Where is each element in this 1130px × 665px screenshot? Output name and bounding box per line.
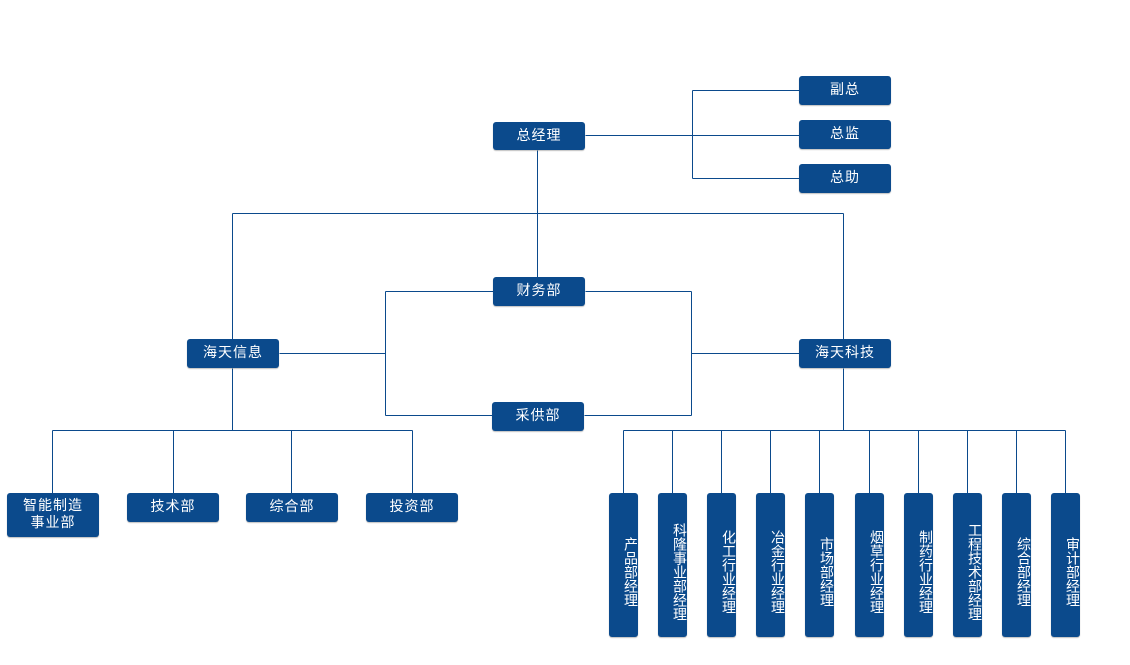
node-info-dept: 综合部 [246, 493, 338, 522]
node-finance: 财务部 [493, 277, 585, 306]
node-haitian-tech: 海天科技 [799, 339, 891, 368]
node-tech-dept: 制药行业经理 [904, 493, 933, 637]
node-assistant: 总助 [799, 164, 891, 193]
node-procurement: 采供部 [492, 402, 584, 431]
node-tech-dept: 综合部经理 [1002, 493, 1031, 637]
node-ceo: 总经理 [493, 122, 585, 150]
node-info-dept: 投资部 [366, 493, 458, 522]
node-tech-dept: 审计部经理 [1051, 493, 1080, 637]
node-info-dept: 技术部 [127, 493, 219, 522]
node-tech-dept: 产品部经理 [609, 493, 638, 637]
node-tech-dept: 烟草行业经理 [855, 493, 884, 637]
node-tech-dept: 工程技术部经理 [953, 493, 982, 637]
node-tech-dept: 科隆事业部经理 [658, 493, 687, 637]
node-tech-dept: 冶金行业经理 [756, 493, 785, 637]
node-director: 总监 [799, 120, 891, 149]
node-info-dept: 智能制造事业部 [7, 493, 99, 537]
node-haitian-info: 海天信息 [187, 339, 279, 368]
node-tech-dept: 化工行业经理 [707, 493, 736, 637]
node-deputy: 副总 [799, 76, 891, 105]
node-tech-dept: 市场部经理 [805, 493, 834, 637]
